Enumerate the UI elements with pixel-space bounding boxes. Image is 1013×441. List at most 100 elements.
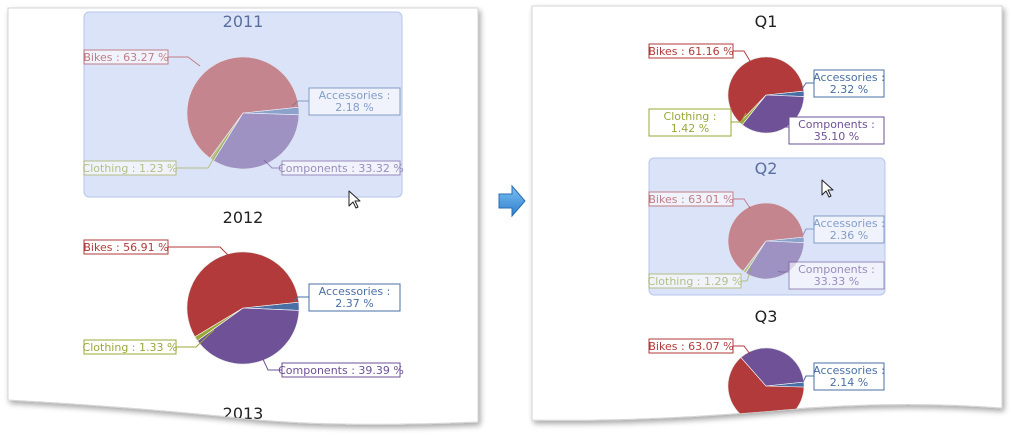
pie-slices xyxy=(727,347,805,424)
pie-outline xyxy=(727,347,805,421)
mouse-pointer-icon xyxy=(821,179,834,198)
chart-title: Q1 xyxy=(755,12,778,31)
label-box xyxy=(813,215,885,244)
leader-line xyxy=(733,198,751,209)
label-box xyxy=(308,87,401,116)
leader-line xyxy=(802,375,814,383)
label-box xyxy=(281,362,401,378)
label-text: 35.10 % xyxy=(814,130,859,143)
label-box xyxy=(813,362,885,391)
right-arrow-icon xyxy=(498,184,526,218)
mouse-pointer-icon xyxy=(348,190,361,209)
label-text: Accessories : xyxy=(813,364,885,377)
label-text: 1.42 % xyxy=(671,122,709,135)
pie-slices xyxy=(186,56,300,170)
pie-slice-bikes[interactable] xyxy=(727,357,805,424)
leader-line xyxy=(261,356,282,371)
leader-line xyxy=(777,123,789,128)
label-text: 2.36 % xyxy=(830,229,868,242)
pie-slice-other[interactable] xyxy=(740,347,805,387)
leader-line xyxy=(293,296,309,302)
chart-title: Q2 xyxy=(755,159,778,178)
leader-line xyxy=(176,329,215,348)
label-text: Bikes : 56.91 % xyxy=(83,241,168,254)
label-text: Components : 33.32 % xyxy=(278,162,404,175)
label-box xyxy=(788,261,885,290)
leader-line xyxy=(168,246,231,258)
label-text: Accessories : xyxy=(319,285,391,298)
label-text: Clothing : 1.23 % xyxy=(83,162,178,175)
label-box xyxy=(83,49,169,65)
label-box xyxy=(648,338,734,354)
label-text: Bikes : 63.07 % xyxy=(648,340,733,353)
pie-slice-bikes[interactable] xyxy=(727,56,805,123)
label-text: Bikes : 63.27 % xyxy=(83,51,168,64)
pie-slice-components[interactable] xyxy=(197,307,300,365)
data-label-components: Components :33.33 % xyxy=(777,261,885,290)
leader-line xyxy=(733,345,751,355)
pie-slice-bikes[interactable] xyxy=(186,251,300,338)
label-text: Components : xyxy=(798,118,875,131)
label-text: Clothing : 1.29 % xyxy=(648,275,743,288)
label-text: 2.37 % xyxy=(335,297,373,310)
chart-title: 2011 xyxy=(223,12,264,31)
label-box xyxy=(83,239,169,255)
label-text: Components : xyxy=(798,263,875,276)
label-box xyxy=(648,43,734,59)
label-text: Bikes : 63.01 % xyxy=(648,193,733,206)
label-box xyxy=(83,160,177,176)
label-box xyxy=(281,160,401,176)
data-label-accessories: Accessories :2.36 % xyxy=(802,215,885,244)
data-label-components: Components :35.10 % xyxy=(777,116,885,145)
pie-outline xyxy=(186,56,300,170)
pie-slice-bikes[interactable] xyxy=(727,202,805,272)
chart-title: Q3 xyxy=(755,307,778,326)
pie-outline xyxy=(727,202,805,280)
leader-line xyxy=(802,228,814,236)
data-label-clothing: Clothing : 1.33 % xyxy=(83,329,215,355)
data-label-bikes: Bikes : 61.16 % xyxy=(648,43,751,62)
label-text: 2.14 % xyxy=(830,376,868,389)
leader-line xyxy=(291,100,309,107)
label-text: Accessories : xyxy=(813,217,885,230)
label-text: 2.18 % xyxy=(335,101,373,114)
pie-slice-components[interactable] xyxy=(213,112,300,170)
leader-line xyxy=(176,134,229,169)
leader-line xyxy=(801,82,814,90)
chart-title: 2012 xyxy=(223,208,264,227)
label-box xyxy=(83,339,177,355)
leader-line xyxy=(168,56,201,67)
data-label-accessories: Accessories :2.18 % xyxy=(291,87,401,116)
label-box xyxy=(648,273,742,289)
data-label-accessories: Accessories :2.32 % xyxy=(801,69,885,98)
pie-outline xyxy=(727,56,805,134)
pie-slice-bikes[interactable] xyxy=(186,56,300,159)
leader-line xyxy=(263,159,282,169)
data-label-bikes: Bikes : 63.07 % xyxy=(648,338,751,355)
leader-line xyxy=(741,264,753,282)
data-label-clothing: Clothing : 1.23 % xyxy=(83,134,229,176)
label-text: Bikes : 61.16 % xyxy=(648,45,733,58)
data-label-clothing: Clothing : 1.29 % xyxy=(648,264,753,289)
label-text: Components : 39.39 % xyxy=(278,364,404,377)
label-box xyxy=(648,108,732,137)
label-box xyxy=(788,116,885,145)
leader-line xyxy=(731,112,747,123)
data-label-components: Components : 39.39 % xyxy=(261,356,404,378)
label-box xyxy=(648,191,734,207)
data-label-bikes: Bikes : 56.91 % xyxy=(83,239,231,258)
leader-line xyxy=(777,270,789,273)
data-label-accessories: Accessories :2.37 % xyxy=(293,283,401,312)
data-label-clothing: Clothing :1.42 % xyxy=(648,108,747,137)
pie-slices xyxy=(186,251,300,365)
data-label-accessories: Accessories :2.14 % xyxy=(802,362,885,391)
label-text: Accessories : xyxy=(319,89,391,102)
